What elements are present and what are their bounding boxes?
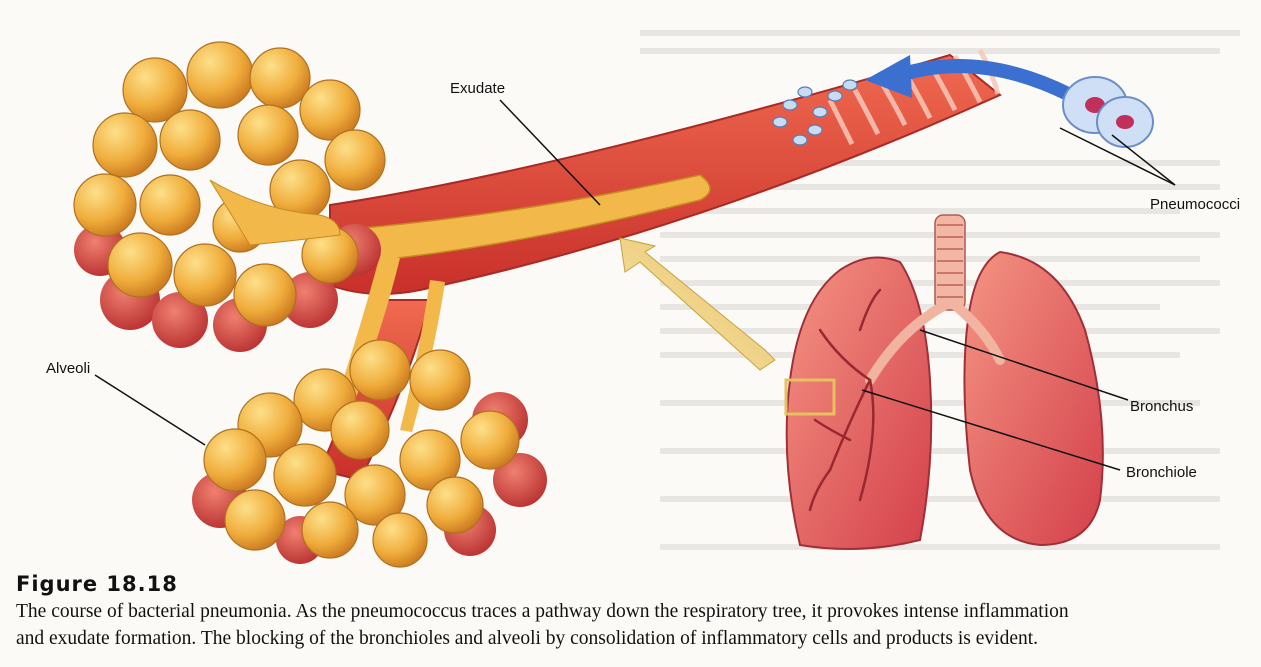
alveoli-cluster-upper bbox=[74, 42, 385, 352]
caption-line-1: The course of bacterial pneumonia. As th… bbox=[16, 598, 1256, 625]
alveoli-cluster-lower bbox=[192, 340, 547, 567]
caption-line-2: and exudate formation. The blocking of t… bbox=[16, 625, 1256, 652]
pneumococci-label: Pneumococci bbox=[1150, 196, 1240, 213]
figure-caption: The course of bacterial pneumonia. As th… bbox=[16, 598, 1256, 652]
bronchiole-label: Bronchiole bbox=[1126, 464, 1197, 481]
bronchus-label: Bronchus bbox=[1130, 398, 1193, 415]
figure-title: Figure 18.18 bbox=[16, 572, 178, 596]
exudate-label: Exudate bbox=[450, 80, 505, 97]
alveoli-label: Alveoli bbox=[46, 360, 90, 377]
